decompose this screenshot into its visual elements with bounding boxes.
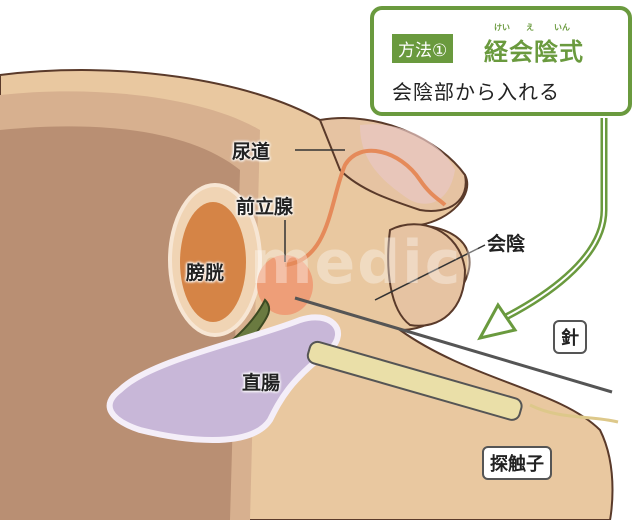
scrotum	[387, 223, 467, 327]
label-bladder: 膀胱	[186, 262, 225, 284]
label-urethra: 尿道	[232, 141, 271, 163]
method-description: 会陰部から入れる	[392, 80, 560, 104]
probe	[306, 340, 619, 424]
label-perineum: 会陰	[487, 233, 526, 255]
watermark: medick	[250, 228, 505, 298]
method-badge: 方法①	[392, 34, 454, 63]
needle-line	[294, 296, 613, 394]
label-probe: 探触子	[482, 446, 552, 480]
method-callout: 方法① けい え いん 経会陰式 会陰部から入れる	[370, 6, 632, 116]
arrow-head	[477, 302, 518, 341]
ruby-kei: けい	[494, 23, 510, 32]
urethra	[284, 148, 447, 267]
label-prostate: 前立腺	[236, 196, 294, 218]
ruby-e: え	[526, 23, 534, 32]
label-rectum: 直腸	[242, 372, 281, 394]
ruby-in: いん	[554, 23, 570, 32]
method-title: 経会陰式	[484, 38, 584, 66]
label-needle: 針	[553, 320, 587, 354]
rectum	[106, 314, 341, 443]
bladder	[180, 202, 246, 322]
